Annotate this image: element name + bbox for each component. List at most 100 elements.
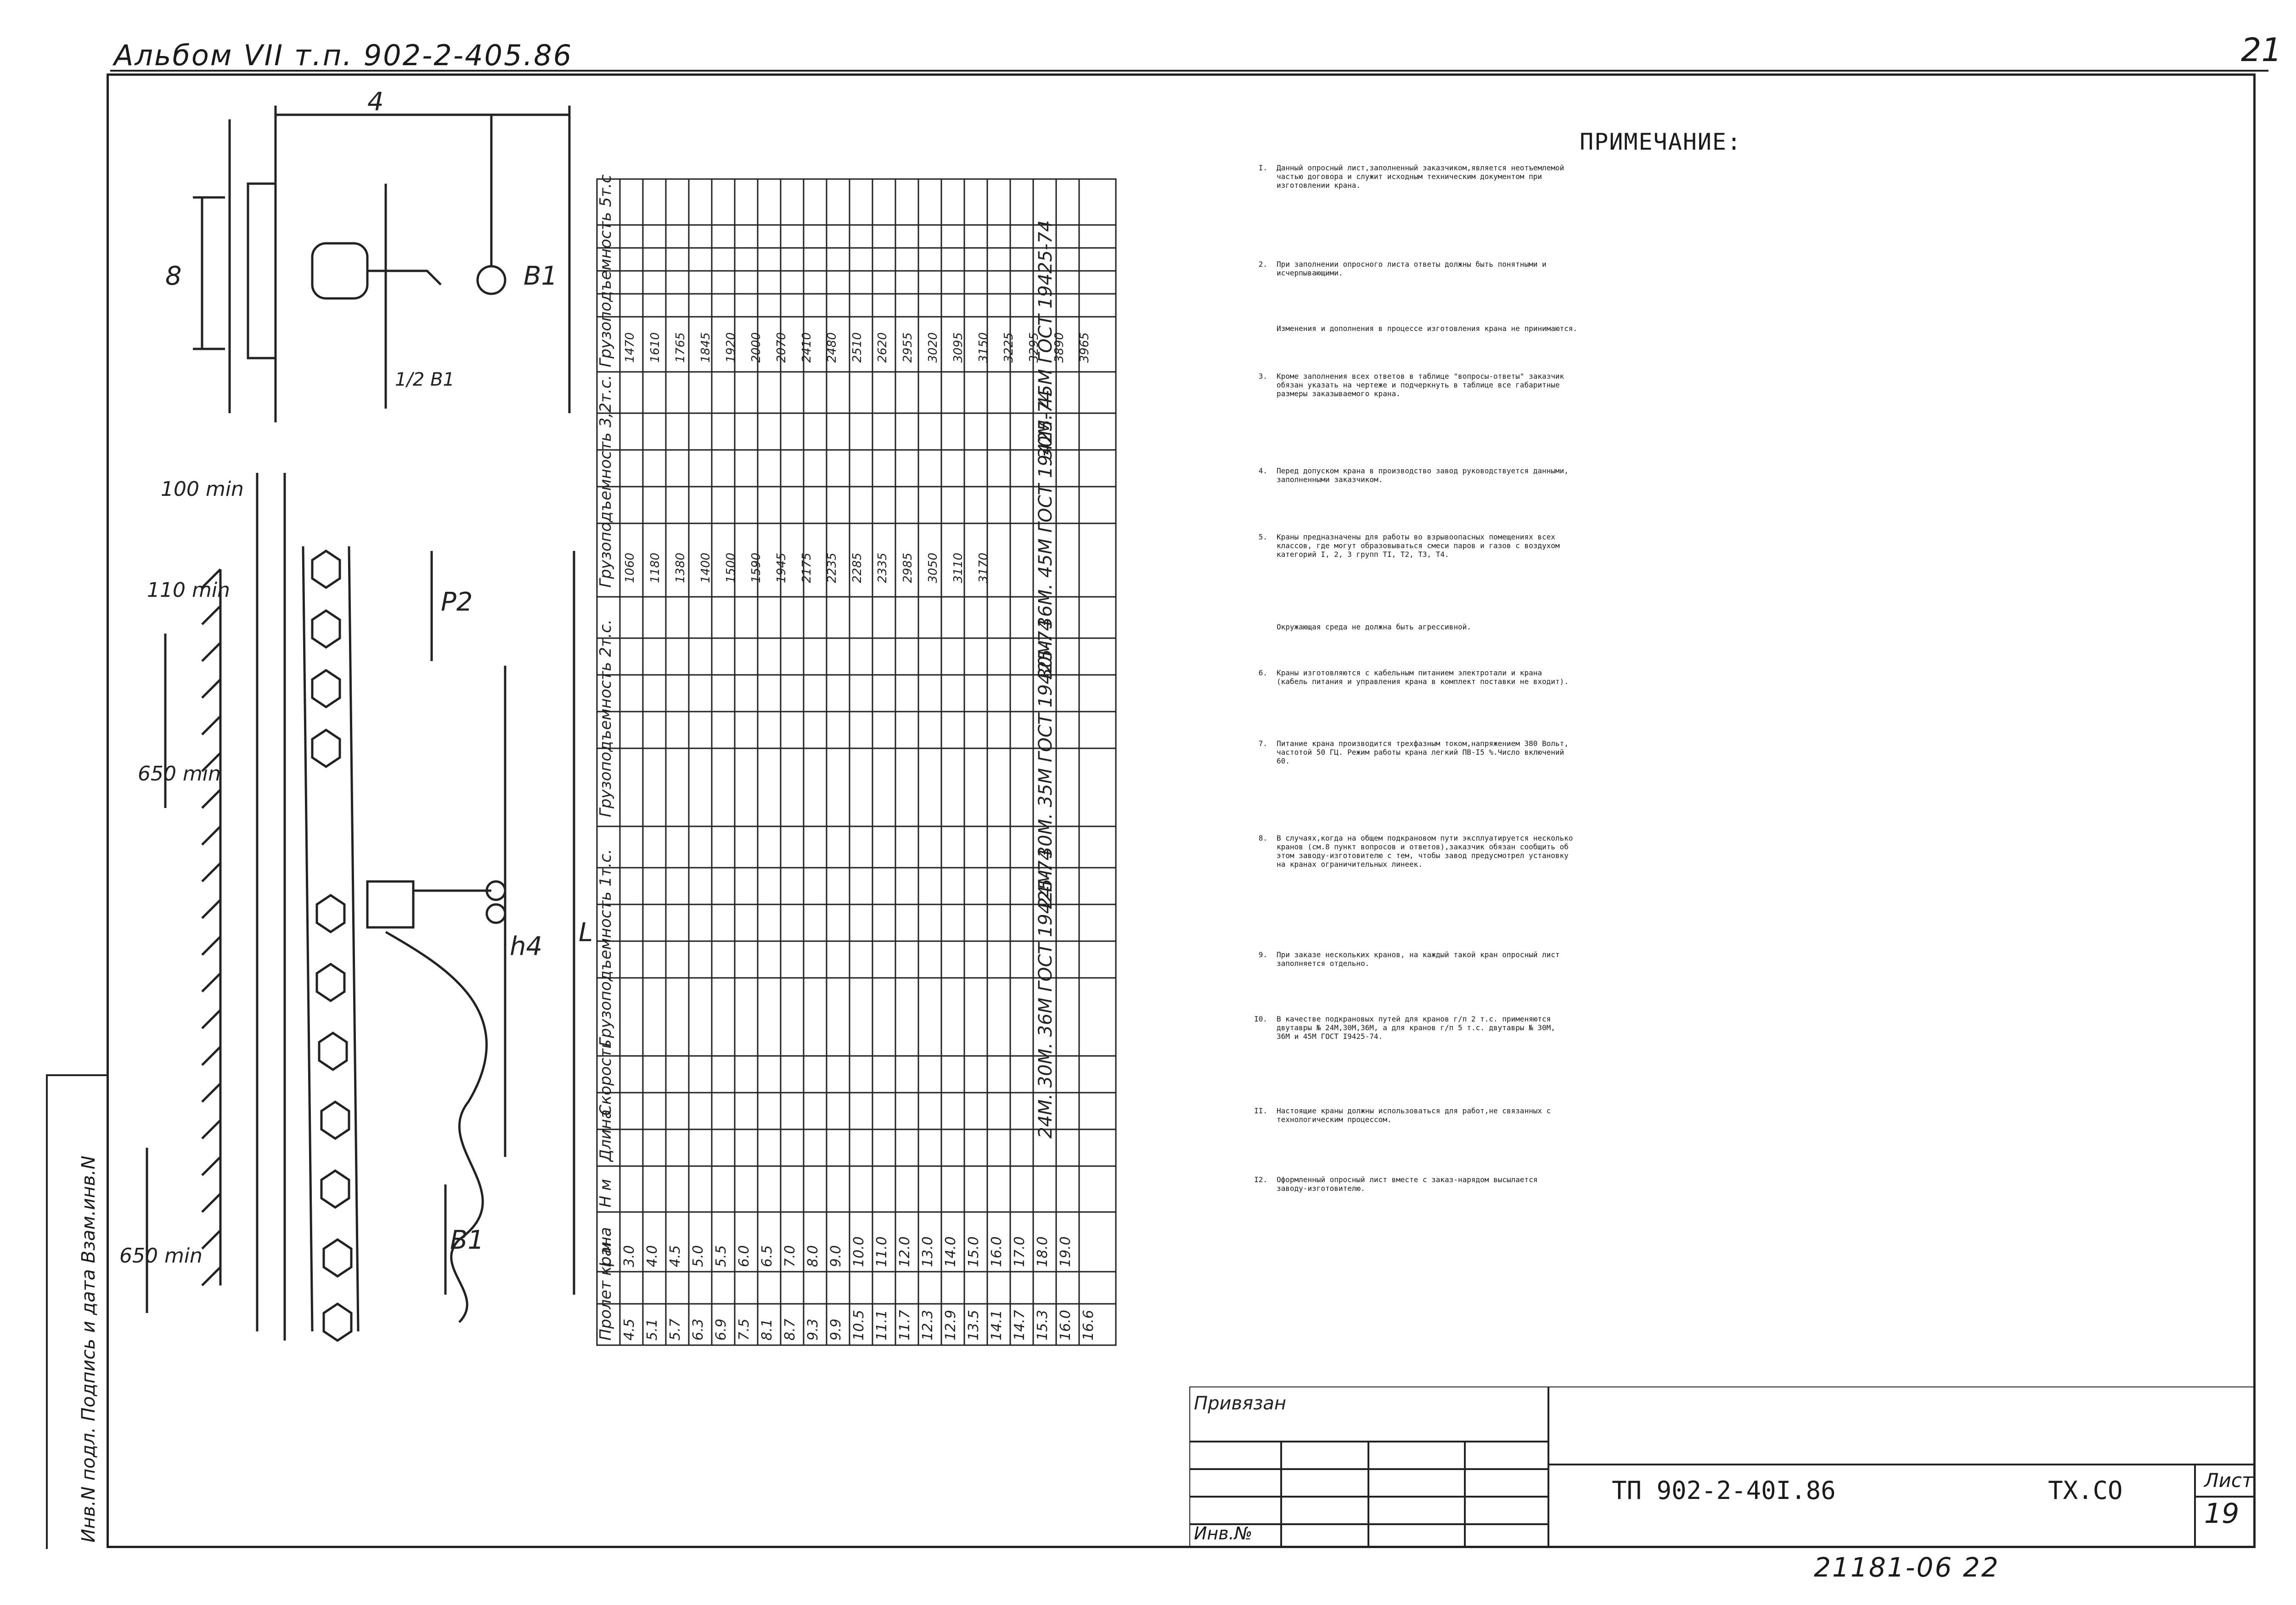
dim-label: 100 min [161, 477, 244, 501]
span-value: 10.5 [851, 1310, 867, 1341]
span-value: 14.1 [989, 1310, 1005, 1341]
mass-value: 2480 [825, 332, 839, 363]
mass-value: 3170 [977, 553, 990, 583]
mass-value: 2235 [825, 553, 839, 583]
mass-value: 3020 [926, 332, 940, 363]
sheet-label: Лист [2204, 1469, 2253, 1492]
footer-code: 21181-06 22 [1814, 1552, 2000, 1583]
span-value: 13.5 [966, 1310, 982, 1341]
note-text: Кроме заполнения всех ответов в таблице … [1277, 372, 2250, 398]
note-number: 9. [1258, 950, 1267, 959]
title-block: Привязан [1189, 1386, 2256, 1548]
note-line: на кранах ограничительных линеек. [1277, 860, 1423, 869]
note-line: категорий I, 2, 3 групп TI, T2, T3, T4. [1277, 550, 1449, 559]
note-line: этом заводу-изготовителю с тем, чтобы за… [1277, 851, 1569, 860]
height-value: 4.0 [644, 1245, 660, 1267]
album-title: Альбом VII т.п. 902-2-405.86 [114, 39, 573, 72]
dim-label: 650 min [119, 1244, 203, 1268]
note-line: заполняется отдельно. [1277, 959, 1370, 968]
mass-value: 3225 [1002, 332, 1016, 363]
mass-value: 1500 [724, 553, 738, 583]
mass-value: 1060 [623, 553, 637, 583]
note-line: При заказе нескольких кранов, на каждый … [1277, 950, 1560, 959]
span-value: 12.3 [920, 1310, 936, 1341]
crane-data-table: 24М. 30М. 36М ГОСТ 19425-74 24М. 30М. 35… [596, 174, 1117, 1346]
table-header: Грузоподъемность 3,2т.с. [597, 375, 615, 588]
mass-value: 3150 [977, 332, 990, 363]
notes-title: ПРИМЕЧАНИЕ: [1580, 129, 1742, 155]
span-value: 4.5 [621, 1319, 637, 1341]
height-value: 8.0 [805, 1245, 821, 1267]
height-value: 6.5 [759, 1245, 775, 1267]
note-line: технологическим процессом. [1277, 1115, 1392, 1124]
height-value: 17.0 [1012, 1236, 1028, 1267]
note-line: изготовлении крана. [1277, 181, 1361, 190]
mass-value: 3095 [951, 332, 965, 363]
mass-value: 1470 [623, 332, 637, 363]
mass-value: 1590 [749, 553, 763, 583]
note-text: Перед допуском крана в производство заво… [1277, 466, 2250, 484]
note-line: Изменения и дополнения в процессе изгото… [1277, 324, 1578, 333]
height-value: 12.0 [897, 1236, 913, 1267]
note-text: При заполнении опросного листа ответы до… [1277, 260, 2250, 277]
height-value: 5.5 [713, 1245, 729, 1267]
note-number: II. [1254, 1106, 1267, 1115]
mass-value: 2175 [800, 553, 814, 583]
span-value: 12.9 [943, 1310, 959, 1341]
mass-value: 2985 [901, 553, 915, 583]
mass-value: 2000 [749, 332, 763, 363]
note-line: Оформленный опросный лист вместе с заказ… [1277, 1175, 1538, 1184]
dim-label: 8 [165, 261, 182, 291]
beam-label: 30М. 45М ГОСТ 19425-74 [1035, 220, 1056, 459]
mass-value: 3965 [1078, 332, 1092, 363]
dim-label: В1 [450, 1225, 484, 1255]
table-header: Грузоподъемность 2т.с. [597, 619, 615, 817]
note-text: В случаях,когда на общем подкрановом пут… [1277, 834, 2250, 869]
mass-value: 2070 [775, 332, 788, 363]
note-line: заводу-изготовителю. [1277, 1184, 1365, 1193]
note-number: 8. [1258, 834, 1267, 842]
mass-value: 1610 [648, 332, 662, 363]
note-line: заполненными заказчиком. [1277, 475, 1383, 484]
note-number: 4. [1258, 466, 1267, 475]
dim-label: h4 [510, 932, 542, 961]
height-value: 7.0 [782, 1245, 798, 1267]
note-line: При заполнении опросного листа ответы до… [1277, 260, 1547, 269]
note-line: обязан указать на чертеже и подчеркнуть … [1277, 381, 1560, 389]
height-value: 4.5 [667, 1245, 683, 1267]
height-value: 15.0 [966, 1236, 982, 1267]
note-line: Настоящие краны должны использоваться дл… [1277, 1106, 1551, 1115]
table-header: Грузоподъемность 5т.с. [597, 174, 615, 367]
dim-label: L [579, 918, 593, 948]
note-text: В качестве подкрановых путей для кранов … [1277, 1015, 2250, 1041]
span-value: 7.5 [736, 1319, 752, 1341]
span-value: 6.9 [713, 1319, 729, 1341]
note-line: Краны изготовляются с кабельным питанием… [1277, 668, 1542, 677]
note-number: I. [1258, 163, 1267, 172]
height-value: 6.0 [736, 1245, 752, 1267]
span-value: 8.1 [759, 1319, 775, 1341]
span-value: 11.1 [874, 1310, 890, 1341]
mass-value: 2955 [901, 332, 915, 363]
height-value: 3.0 [621, 1245, 637, 1267]
note-line: (кабель питания и управления крана в ком… [1277, 677, 1569, 686]
mass-value: 1765 [674, 332, 687, 363]
mass-value: 3890 [1052, 332, 1066, 363]
note-line: двутавры № 24М,30М,36М, а для кранов г/п… [1277, 1023, 1555, 1032]
crane-drawing: 4 8 В1 1/2 В1 100 min 110 min Р2 650 min… [119, 92, 593, 1342]
mass-value: 1945 [775, 553, 788, 583]
table-header: Длина [597, 1110, 615, 1162]
note-line: классов, где могут образовываться смеси … [1277, 541, 1560, 550]
binding-strip [46, 1074, 107, 1549]
height-value: 5.0 [690, 1245, 706, 1267]
note-line: В качестве подкрановых путей для кранов … [1277, 1015, 1551, 1023]
mass-value: 1180 [648, 553, 662, 583]
table-header: L м [597, 1242, 615, 1267]
span-value: 15.3 [1035, 1310, 1051, 1341]
attached-label: Привязан [1194, 1393, 1286, 1414]
beam-label: 24М. 30М. 36М ГОСТ 19425-74 [1035, 849, 1056, 1139]
note-text: Окружающая среда не должна быть агрессив… [1277, 623, 2250, 631]
note-text: Настоящие краны должны использоваться дл… [1277, 1106, 2250, 1124]
note-line: Питание крана производится трехфазным то… [1277, 739, 1569, 748]
dim-label: 4 [367, 92, 384, 117]
